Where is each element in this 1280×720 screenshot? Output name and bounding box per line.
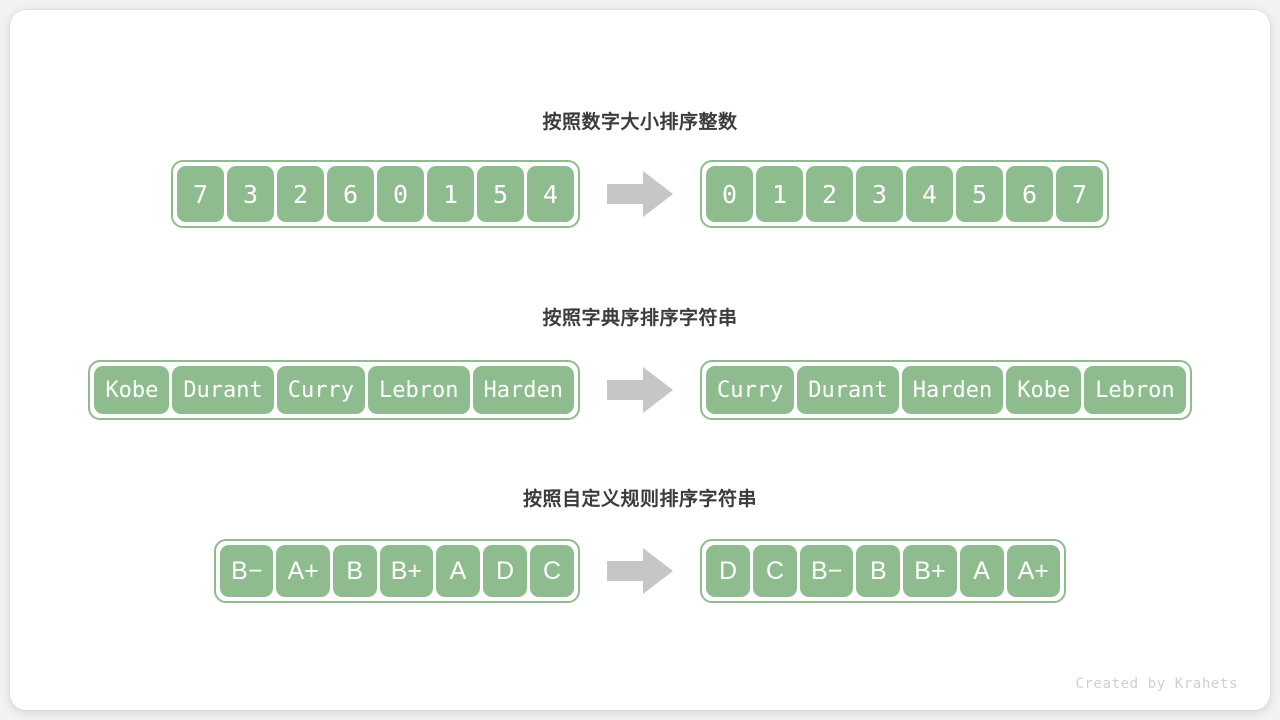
array-cell: B [332,545,377,597]
array-cell: B+ [903,545,957,597]
array-cell: 0 [377,166,424,222]
array-cell: Harden [901,366,1004,414]
array-cell: 3 [227,166,274,222]
array-cell: Kobe [1006,366,1082,414]
array-cell: B+ [379,545,433,597]
array-cell: Durant [172,366,274,414]
footer-credit: Created by Krahets [1075,676,1238,692]
right-arrow-icon [607,367,673,413]
array-cell: B− [220,545,274,597]
right-arrow-icon [607,171,673,217]
array-cell: Lebron [1084,366,1186,414]
array-cell: Kobe [94,366,170,414]
arrow-custom [603,547,677,595]
array-cell: 6 [1006,166,1053,222]
array-cell: Lebron [368,366,470,414]
section-title-integers: 按照数字大小排序整数 [542,112,738,133]
section-title-custom: 按照自定义规则排序字符串 [522,489,757,510]
arrow-integers [603,170,677,218]
array-cell: Curry [706,366,795,414]
array-cell: B− [800,545,854,597]
array-cell: D [483,545,527,597]
array-cell: 2 [806,166,853,222]
right-arrow-icon [607,548,673,594]
array-cell: D [706,545,750,597]
section-title-lexicographic: 按照字典序排序字符串 [542,308,738,329]
arrow-lexicographic [603,366,677,414]
array-cell: A+ [276,545,330,597]
array-cell: B [856,545,901,597]
array-cell: 3 [856,166,903,222]
array-cell: C [753,545,797,597]
array-cell: 5 [956,166,1003,222]
array-cell: 1 [427,166,474,222]
array-cell: 7 [1056,166,1103,222]
array-cell: A+ [1006,545,1060,597]
array-cell: 5 [477,166,524,222]
array-cell: Durant [797,366,899,414]
array-cell: A [436,545,480,597]
array-cell: 6 [327,166,374,222]
array-cell: 7 [177,166,224,222]
array-cell: Harden [472,366,574,414]
array-cell: C [530,545,574,597]
array-cell: 2 [277,166,324,222]
array-cell: 4 [527,166,574,222]
array-cell: 4 [906,166,953,222]
array-cell: 0 [706,166,753,222]
array-cell: A [959,545,1004,597]
array-cell: 1 [756,166,803,222]
array-cell: Curry [276,366,366,414]
